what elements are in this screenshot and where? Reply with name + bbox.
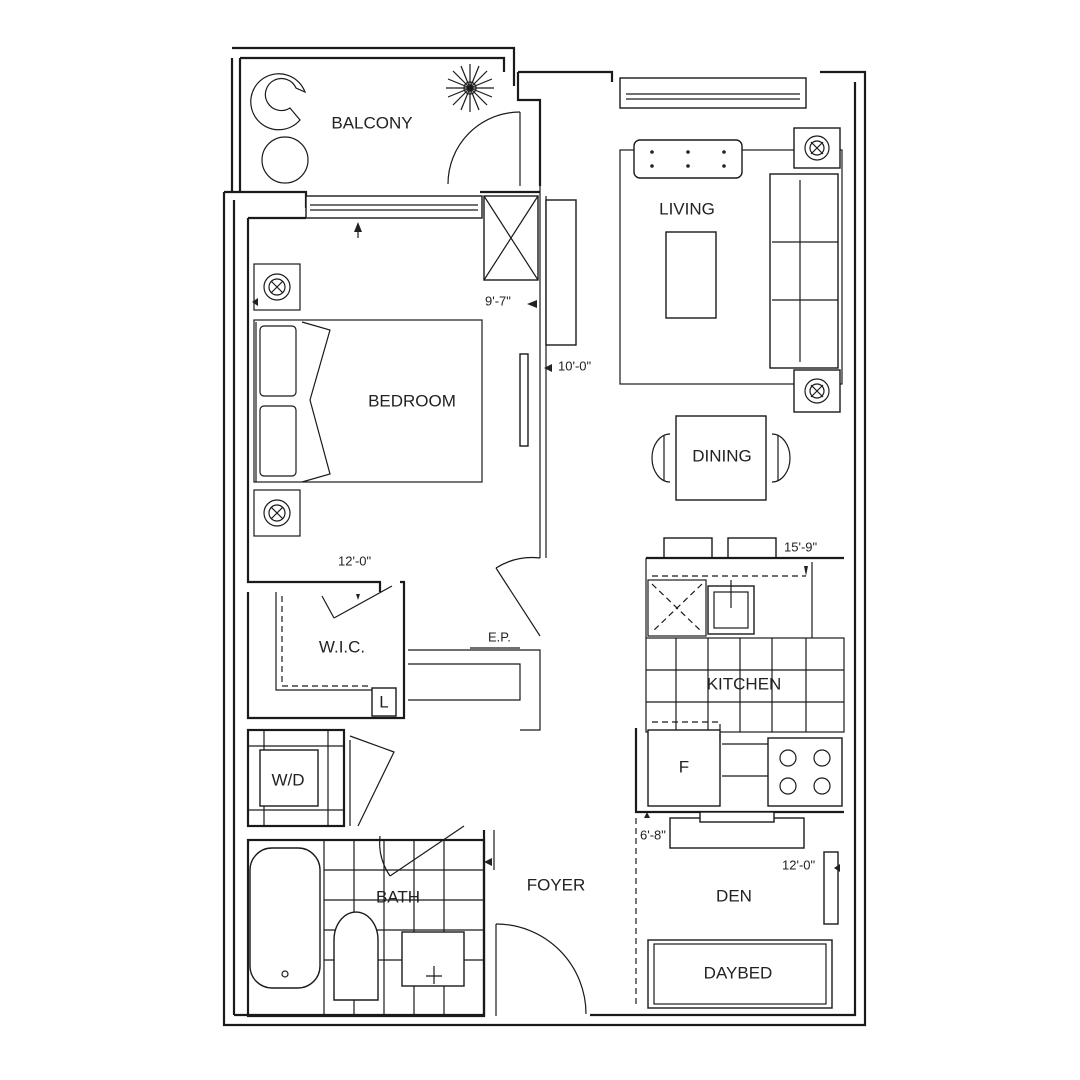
foyer-wall (482, 830, 495, 1016)
bedroom-length-dim: 12'-0" (338, 553, 372, 568)
kitchen-counter (634, 721, 844, 814)
side-table-top (793, 127, 841, 169)
dishwasher (647, 579, 707, 637)
console (633, 139, 743, 179)
side-table-bottom (793, 369, 841, 413)
kitchen-walls (645, 556, 844, 638)
daybed-label: DAYBED (704, 963, 773, 982)
bedroom-door[interactable] (495, 556, 541, 637)
laundry-closet (246, 728, 395, 828)
den-label: DEN (716, 886, 752, 905)
balcony-furniture (250, 64, 494, 184)
bar-stools (663, 537, 777, 559)
living-length-dim: 15'-9" (784, 539, 818, 554)
sofa (769, 173, 839, 369)
windows (305, 77, 807, 219)
den-length-dim: 12'-0" (782, 857, 816, 872)
dining-label: DINING (692, 446, 752, 465)
bed (253, 319, 483, 483)
exterior-walls (222, 46, 867, 1027)
living-label: LIVING (659, 199, 715, 218)
nightstand-bottom (253, 489, 301, 537)
kitchen-label: KITCHEN (707, 674, 782, 693)
den-area (635, 811, 839, 1006)
kitchen-tile (645, 637, 845, 733)
balcony-label: BALCONY (331, 113, 412, 132)
bathroom (246, 825, 486, 1018)
plant-icon (446, 64, 494, 112)
kitchen-sink (707, 580, 755, 635)
bedroom-width-dim: 9'-7" (485, 293, 511, 308)
entry-door[interactable] (495, 923, 587, 1016)
balcony-door[interactable] (447, 111, 521, 186)
wic-walls (246, 580, 541, 731)
dimension-markers (252, 222, 840, 872)
foyer-label: FOYER (527, 875, 586, 894)
nightstand-top (253, 263, 301, 311)
bath-label: BATH (376, 887, 420, 906)
bedroom-label: BEDROOM (368, 391, 456, 410)
wd-label: W/D (271, 770, 304, 789)
living-width-dim: 10'-0" (558, 358, 592, 373)
den-width-dim: 6'-8" (640, 827, 666, 842)
fridge-label: F (679, 757, 689, 776)
coffee-table (665, 231, 717, 319)
ep-label: E.P. (488, 629, 511, 644)
bedroom-walls (246, 186, 577, 592)
daybed (647, 939, 833, 1009)
linen-label: L (379, 692, 388, 711)
dining-table (651, 415, 791, 501)
wic-label: W.I.C. (319, 637, 365, 656)
